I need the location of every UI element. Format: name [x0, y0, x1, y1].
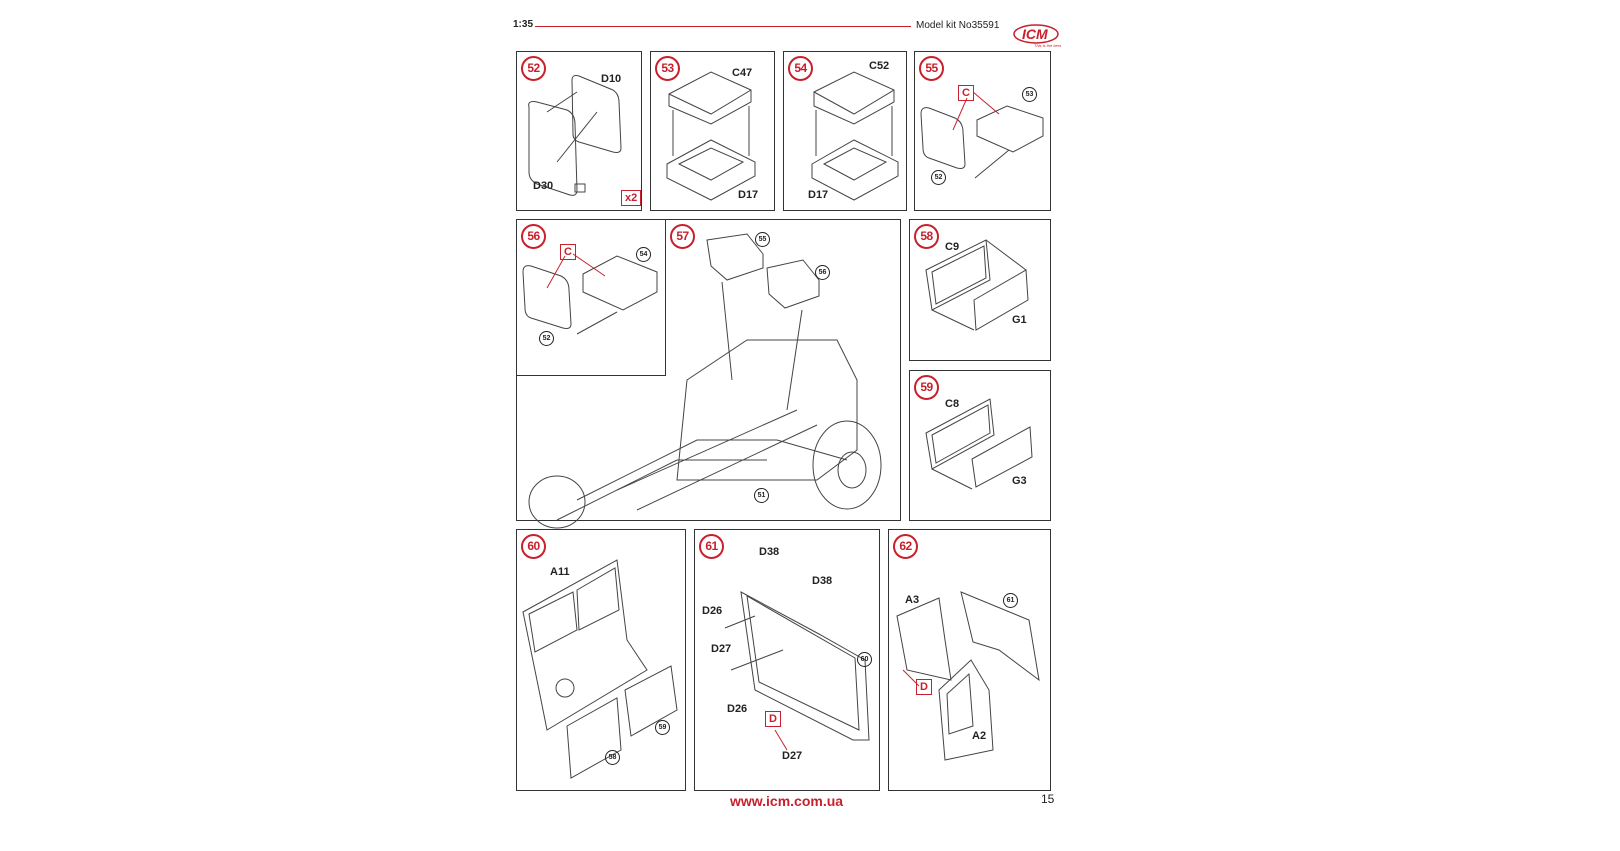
part-label-c9: C9: [945, 241, 960, 253]
step-53-panel: 53 C47 D17: [650, 51, 775, 211]
ref-step-58: 58: [605, 750, 620, 765]
step-56-panel: 56 C 54 52: [516, 219, 666, 376]
step-54-panel: 54 C52 D17: [783, 51, 907, 211]
ref-step-52: 52: [539, 331, 554, 346]
step-number: 53: [655, 56, 680, 81]
step-62-panel: 62 A3 A2 D 61: [888, 529, 1051, 791]
seat-cushion-illustration: [666, 71, 756, 201]
step-number: 59: [914, 375, 939, 400]
step-number: 58: [914, 224, 939, 249]
ref-step-52: 52: [931, 170, 946, 185]
window-frame-illustration: [925, 239, 1029, 331]
ref-step-54: 54: [636, 247, 651, 262]
multiplier-badge: x2: [621, 190, 642, 206]
header-rule: [535, 26, 911, 27]
step-number: 56: [521, 224, 546, 249]
step-number: 55: [919, 56, 944, 81]
seat-back-illustration: [528, 75, 622, 196]
seat-assembly-illustration: [522, 253, 658, 335]
page-number: 15: [1041, 792, 1055, 806]
step-number: 57: [670, 224, 695, 249]
step-55-panel: 55 C 53 52: [914, 51, 1051, 211]
ref-step-53: 53: [1022, 87, 1037, 102]
part-label-d38: D38: [812, 575, 833, 587]
step-number: 54: [788, 56, 813, 81]
part-label-g3: G3: [1012, 475, 1027, 487]
part-label-g1: G1: [1012, 314, 1027, 326]
part-label-c47: C47: [732, 67, 753, 79]
ref-step-60: 60: [857, 652, 872, 667]
step-number: 60: [521, 534, 546, 559]
website-link[interactable]: www.icm.com.ua: [730, 793, 844, 809]
step-number: 61: [699, 534, 724, 559]
part-label-a11: A11: [550, 566, 570, 578]
part-label-d30: D30: [533, 180, 554, 192]
color-code-d: D: [765, 711, 781, 727]
step-52-panel: 52 D10 D30 x2: [516, 51, 642, 211]
ref-step-56: 56: [815, 265, 830, 280]
svg-text:ICM: ICM: [1022, 26, 1048, 42]
step-number: 62: [893, 534, 918, 559]
color-code-d: D: [916, 679, 932, 695]
ref-step-55: 55: [755, 232, 770, 247]
svg-text:This is the best: This is the best: [1034, 43, 1062, 48]
window-frame-illustration: [925, 398, 1033, 490]
part-label-c52: C52: [869, 60, 890, 72]
step-59-panel: 59 C8 G3: [909, 370, 1051, 521]
part-label-d17: D17: [738, 189, 759, 201]
ref-step-59: 59: [655, 720, 670, 735]
model-kit-number: Model kit No35591: [916, 20, 1000, 31]
rear-panel-illustration: [522, 559, 678, 779]
step-number: 52: [521, 56, 546, 81]
cab-wall-illustration: [896, 591, 1040, 761]
part-label-d27-lower: D27: [782, 750, 803, 762]
ref-step-61: 61: [1003, 593, 1018, 608]
rear-panel-detail-illustration: [724, 591, 870, 751]
part-label-d17: D17: [808, 189, 829, 201]
part-label-d38-top: D38: [759, 546, 780, 558]
part-label-a3: A3: [905, 594, 920, 606]
step-61-panel: 61 D38 D38 D26 D27 D26 D27 D 60: [694, 529, 880, 791]
color-code-c: C: [560, 244, 576, 260]
step-60-panel: 60 A11 59 58: [516, 529, 686, 791]
part-label-d26: D26: [702, 605, 723, 617]
part-label-d10: D10: [601, 73, 622, 85]
color-code-c: C: [958, 85, 974, 101]
part-label-c8: C8: [945, 398, 960, 410]
part-label-d26-lower: D26: [727, 703, 748, 715]
chassis-illustration: [528, 233, 882, 529]
part-label-d27: D27: [711, 643, 732, 655]
part-label-a2: A2: [972, 730, 987, 742]
ref-step-51: 51: [754, 488, 769, 503]
scale-label: 1:35: [513, 19, 534, 30]
step-58-panel: 58 C9 G1: [909, 219, 1051, 361]
seat-assembly-illustration: [920, 91, 1044, 179]
seat-cushion-illustration: [811, 71, 899, 201]
